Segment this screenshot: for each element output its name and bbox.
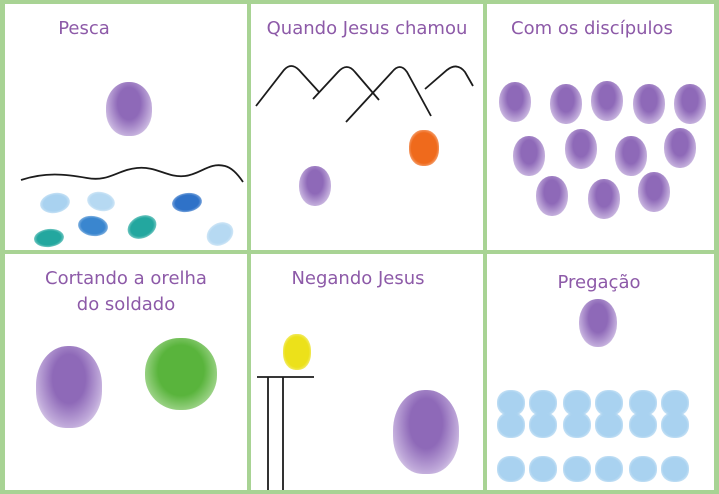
panel-title-com-os-discipulos: Com os discípulos	[511, 18, 673, 39]
disciple-figure	[565, 129, 597, 169]
panel-title-negando-jesus: Negando Jesus	[291, 268, 425, 289]
jesus-figure	[299, 166, 331, 206]
grid-border-left	[0, 0, 5, 494]
crowd-figure	[563, 412, 591, 438]
jesus-figure	[36, 346, 102, 428]
disciple-figure	[664, 128, 696, 168]
crowd-figure	[497, 456, 525, 482]
crowd-figure	[563, 390, 591, 416]
jesus-figure	[393, 390, 459, 474]
sea-wave-line	[20, 164, 244, 183]
crowd-figure	[529, 456, 557, 482]
crowd-figure	[595, 390, 623, 416]
orange-figure	[409, 130, 439, 166]
crowd-figure	[661, 390, 689, 416]
panel-title-quando-jesus-chamou: Quando Jesus chamou	[266, 18, 468, 39]
mountains-line	[255, 65, 474, 123]
crowd-figure	[661, 412, 689, 438]
crowd-figure	[563, 456, 591, 482]
panel-com-os-discipulos: Com os discípulos	[487, 4, 714, 250]
grid-divider-vertical-1	[247, 0, 251, 494]
panel-title-cortando-line-2: do soldado	[76, 294, 176, 315]
crowd-figure	[497, 412, 525, 438]
disciple-figure	[588, 179, 620, 219]
panel-negando-jesus: Negando Jesus	[251, 254, 483, 490]
jesus-figure	[579, 299, 617, 347]
crowd-figure	[661, 456, 689, 482]
crowd-figure	[629, 456, 657, 482]
disciple-figure	[633, 84, 665, 124]
panel-cortando-a-orelha: Cortando a orelha do soldado	[5, 254, 247, 490]
crowd-figure	[595, 412, 623, 438]
yellow-figure	[283, 334, 311, 370]
disciple-figure	[674, 84, 706, 124]
crowd-figure	[629, 412, 657, 438]
panel-title-cortando-line-1: Cortando a orelha	[45, 268, 207, 289]
grid-border-top	[0, 0, 719, 4]
crowd-figure	[629, 390, 657, 416]
crowd-figure	[497, 390, 525, 416]
jesus-figure	[106, 82, 152, 136]
crowd-figure	[595, 456, 623, 482]
panel-title-pesca: Pesca	[58, 18, 110, 39]
disciple-figure	[591, 81, 623, 121]
grid-border-right	[714, 0, 719, 494]
panel-title-pregacao: Pregação	[557, 272, 641, 293]
disciple-figure	[550, 84, 582, 124]
crowd-figure	[529, 412, 557, 438]
disciple-figure	[615, 136, 647, 176]
crowd-figure	[529, 390, 557, 416]
panel-pregacao: Pregação	[487, 254, 714, 490]
table-line	[257, 376, 314, 490]
panel-quando-jesus-chamou: Quando Jesus chamou	[251, 4, 483, 250]
soldier-figure	[145, 338, 217, 410]
disciple-figure	[638, 172, 670, 212]
panel-pesca: Pesca	[5, 4, 247, 251]
grid-divider-vertical-2	[483, 0, 487, 494]
grid-divider-horizontal	[0, 250, 719, 254]
disciple-figure	[536, 176, 568, 216]
disciple-figure	[499, 82, 531, 122]
grid-border-bottom	[0, 490, 719, 494]
disciple-figure	[513, 136, 545, 176]
